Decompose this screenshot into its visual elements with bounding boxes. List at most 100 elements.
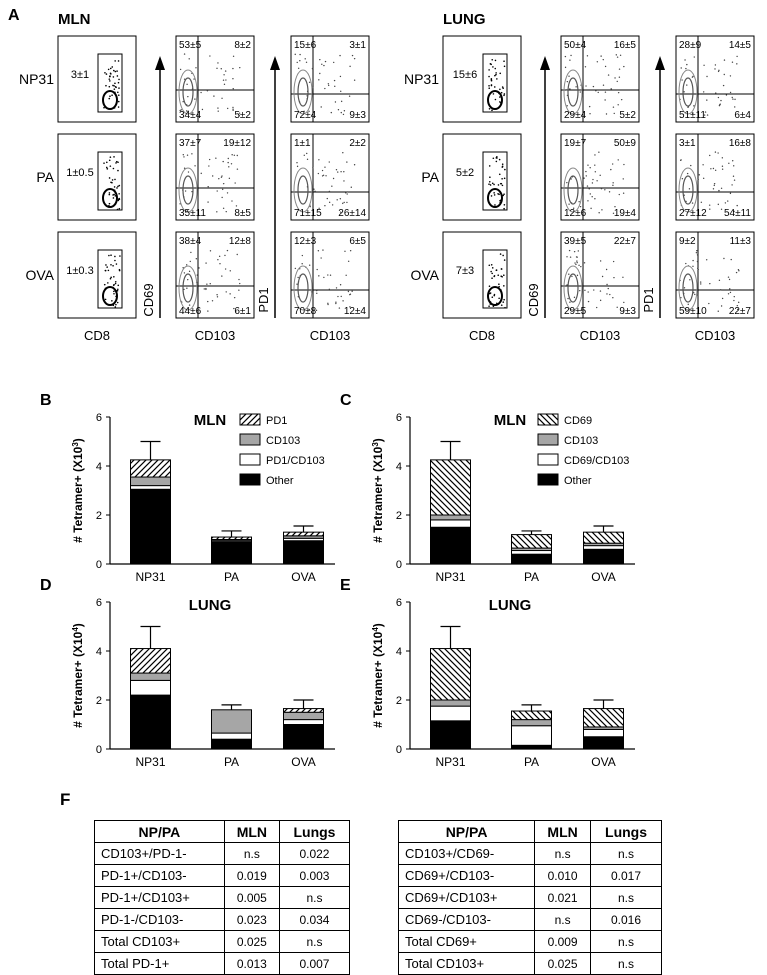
- flow-dot: [495, 160, 498, 163]
- contour: [567, 273, 579, 303]
- legend-label: PD1: [266, 415, 287, 427]
- flow-dot: [117, 81, 120, 84]
- flow-dot: [494, 98, 497, 101]
- flow-dot: [327, 84, 330, 87]
- flow-dot: [222, 207, 225, 209]
- flow-dot: [721, 297, 724, 300]
- bar-segment: [583, 708, 624, 728]
- flow-dot: [183, 272, 186, 274]
- flow-dot: [706, 75, 708, 78]
- contour: [297, 175, 309, 205]
- y-axis-label: # Tetramer+ (X103): [371, 438, 386, 543]
- flow-dot: [720, 289, 722, 291]
- flow-dot: [297, 67, 300, 69]
- flow-dot: [616, 56, 619, 58]
- flow-dot: [613, 276, 615, 279]
- bar-segment: [430, 699, 471, 707]
- legend-swatch: [239, 433, 261, 446]
- flow-dot: [702, 177, 705, 180]
- contour: [102, 90, 118, 110]
- flow-dot: [322, 174, 325, 177]
- flow-plot-pd1: [675, 35, 755, 123]
- table-cell: n.s: [590, 930, 662, 953]
- flow-dot: [694, 293, 696, 296]
- flow-dot: [340, 171, 342, 173]
- quadrant-value: 29±4: [564, 110, 587, 121]
- flow-dot: [572, 207, 575, 209]
- flow-dot: [329, 274, 332, 276]
- flow-dot: [618, 76, 621, 78]
- flow-dot: [503, 65, 506, 68]
- flow-dot: [610, 88, 612, 90]
- flow-dot: [308, 264, 311, 266]
- flow-dot: [710, 168, 712, 170]
- flow-dot: [717, 310, 719, 312]
- flow-dot: [113, 292, 115, 295]
- row-label: OVA: [410, 267, 439, 283]
- flow-dot: [224, 268, 227, 270]
- flow-dot: [719, 103, 721, 105]
- flow-dot: [217, 62, 219, 64]
- y-axis-label: CD69: [141, 283, 156, 316]
- flow-dot: [612, 184, 614, 187]
- flow-dot: [299, 60, 301, 62]
- flow-dot: [568, 75, 570, 77]
- flow-dot: [340, 111, 342, 114]
- flow-dot: [238, 289, 240, 291]
- flow-dot: [680, 67, 682, 69]
- flow-dot: [335, 302, 337, 305]
- flow-dot: [579, 91, 582, 93]
- flow-dot: [708, 302, 710, 305]
- flow-plot-cd69: [560, 35, 640, 123]
- flow-dot: [325, 175, 327, 177]
- flow-dot: [232, 77, 234, 80]
- flow-dot: [200, 91, 202, 94]
- flow-dot: [187, 171, 190, 173]
- table-cell: 0.016: [590, 908, 662, 931]
- flow-dot: [584, 66, 587, 68]
- flow-dot: [494, 59, 497, 62]
- flow-dot: [296, 61, 298, 64]
- flow-dot: [339, 284, 342, 286]
- flow-dot: [179, 109, 181, 112]
- flow-dot: [333, 61, 335, 64]
- flow-dot: [346, 193, 348, 195]
- flow-dot: [614, 77, 616, 79]
- flow-dot: [497, 192, 499, 195]
- bar-segment: [430, 459, 471, 516]
- flow-dot: [736, 55, 738, 58]
- contour: [567, 175, 579, 205]
- y-axis-label: PD1: [256, 287, 271, 312]
- flow-dot: [569, 301, 571, 303]
- gate-percent: 5±2: [456, 167, 474, 179]
- chart-title: LUNG: [189, 597, 232, 614]
- flow-dot: [183, 156, 185, 158]
- flow-dot: [622, 276, 624, 278]
- flow-plot-cd8: [57, 133, 137, 221]
- flow-dot: [326, 197, 328, 200]
- flow-dot: [343, 171, 345, 173]
- flow-dot: [227, 157, 229, 160]
- x-tick-label: NP31: [135, 755, 165, 769]
- flow-dot: [494, 74, 496, 77]
- bar-segment: [430, 526, 471, 565]
- flow-dot: [570, 178, 572, 180]
- flow-dot: [715, 92, 717, 94]
- flow-dot: [180, 109, 182, 111]
- flow-dot: [591, 196, 593, 198]
- table-cell: Total CD103+: [94, 930, 225, 953]
- bar-segment: [430, 705, 471, 722]
- flow-dot: [188, 304, 191, 306]
- flow-dot: [717, 203, 720, 206]
- flow-dot: [720, 99, 722, 102]
- flow-dot: [342, 152, 344, 154]
- flow-dot: [224, 254, 226, 257]
- flow-dot: [619, 54, 622, 56]
- contour: [178, 69, 198, 115]
- legend-label: CD69: [564, 415, 592, 427]
- flow-dot: [708, 204, 711, 206]
- flow-dot: [318, 275, 320, 277]
- flow-dot: [232, 87, 234, 90]
- flow-dot: [303, 154, 305, 156]
- flow-dot: [115, 160, 118, 163]
